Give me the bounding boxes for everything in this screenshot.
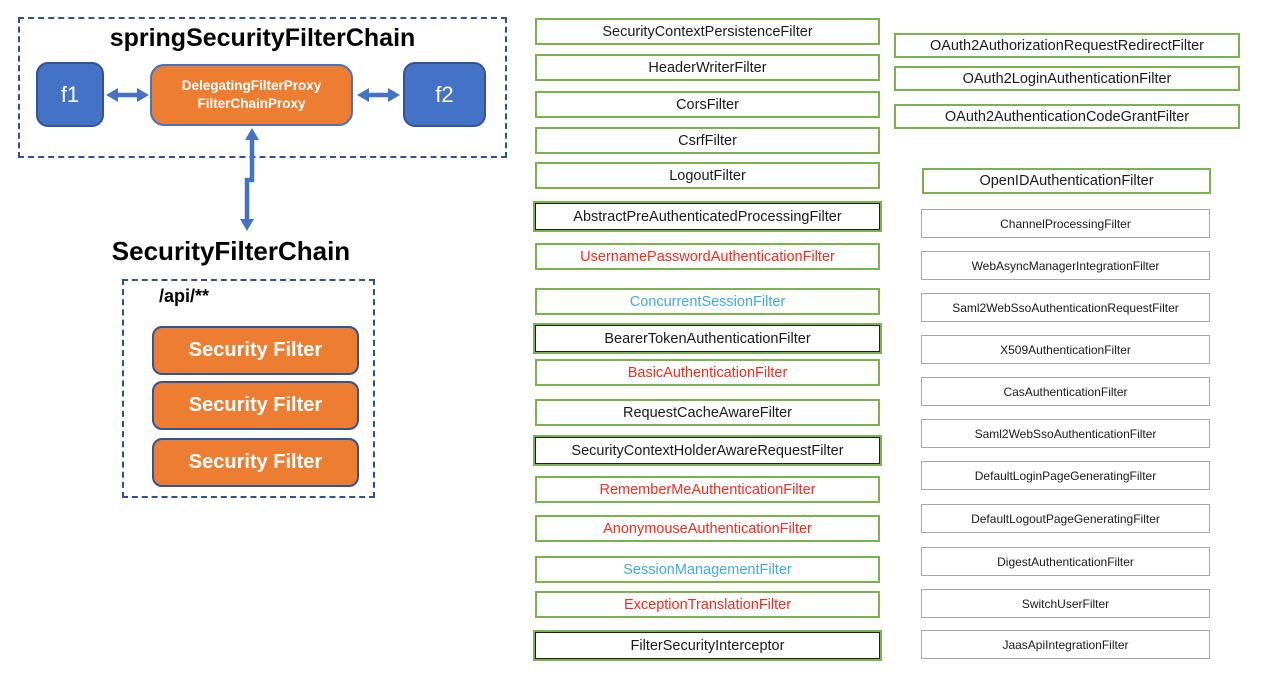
filter-box-gray: SwitchUserFilter xyxy=(921,589,1210,618)
security-filter-chain-box xyxy=(122,279,375,498)
filter-f2-node: f2 xyxy=(403,62,486,127)
filter-box-gray: ChannelProcessingFilter xyxy=(921,209,1210,238)
filter-box-gray: Saml2WebSsoAuthenticationRequestFilter xyxy=(921,293,1210,322)
filter-box-middle: LogoutFilter xyxy=(535,162,880,189)
filter-box-gray: DigestAuthenticationFilter xyxy=(921,547,1210,576)
spring-security-filter-chain-title: springSecurityFilterChain xyxy=(109,24,416,52)
filter-box-oauth: OAuth2LoginAuthenticationFilter xyxy=(894,66,1240,91)
filter-box-middle: SessionManagementFilter xyxy=(535,556,880,583)
filter-box-gray: X509AuthenticationFilter xyxy=(921,335,1210,364)
url-pattern-label: /api/** xyxy=(159,286,210,306)
filter-box-gray: DefaultLogoutPageGeneratingFilter xyxy=(921,504,1210,533)
filter-box-gray: JaasApiIntegrationFilter xyxy=(921,630,1210,659)
filter-box-middle: RememberMeAuthenticationFilter xyxy=(535,476,880,503)
filter-box-oauth: OAuth2AuthenticationCodeGrantFilter xyxy=(894,104,1240,129)
security-filter-box: Security Filter xyxy=(152,326,359,375)
filter-box-middle: FilterSecurityInterceptor xyxy=(535,632,880,659)
security-filter-chain-title: SecurityFilterChain xyxy=(111,236,351,266)
filter-box-middle: AbstractPreAuthenticatedProcessingFilter xyxy=(535,203,880,230)
filter-box-middle: ConcurrentSessionFilter xyxy=(535,288,880,315)
proxy-label-line1: DelegatingFilterProxy xyxy=(181,77,322,93)
filter-box-middle: CsrfFilter xyxy=(535,127,880,154)
filter-box-gray: CasAuthenticationFilter xyxy=(921,377,1210,406)
filter-box-gray: DefaultLoginPageGeneratingFilter xyxy=(921,461,1210,490)
filter-box-middle: SecurityContextHolderAwareRequestFilter xyxy=(535,437,880,464)
filter-box-middle: UsernamePasswordAuthenticationFilter xyxy=(535,243,880,270)
filter-box-middle: CorsFilter xyxy=(535,91,880,118)
security-filter-box: Security Filter xyxy=(152,381,359,430)
filter-box-middle: ExceptionTranslationFilter xyxy=(535,591,880,618)
filter-box-openid: OpenIDAuthenticationFilter xyxy=(922,168,1211,194)
security-filter-box: Security Filter xyxy=(152,438,359,487)
filter-box-middle: AnonymouseAuthenticationFilter xyxy=(535,515,880,542)
spring-security-filter-chain-box xyxy=(18,17,507,158)
filter-box-middle: RequestCacheAwareFilter xyxy=(535,399,880,426)
filter-box-middle: HeaderWriterFilter xyxy=(535,54,880,81)
filter-box-oauth: OAuth2AuthorizationRequestRedirectFilter xyxy=(894,33,1240,58)
filter-f1-node: f1 xyxy=(36,62,104,127)
delegating-filter-proxy-node: DelegatingFilterProxy FilterChainProxy xyxy=(150,64,353,126)
spring-security-diagram: springSecurityFilterChain f1 DelegatingF… xyxy=(0,0,525,687)
proxy-label-line2: FilterChainProxy xyxy=(197,96,306,111)
filter-box-middle: BasicAuthenticationFilter xyxy=(535,359,880,386)
filter-box-gray: Saml2WebSsoAuthenticationFilter xyxy=(921,419,1210,448)
filter-box-middle: BearerTokenAuthenticationFilter xyxy=(535,325,880,352)
filter-box-middle: SecurityContextPersistenceFilter xyxy=(535,18,880,45)
filter-box-gray: WebAsyncManagerIntegrationFilter xyxy=(921,251,1210,280)
